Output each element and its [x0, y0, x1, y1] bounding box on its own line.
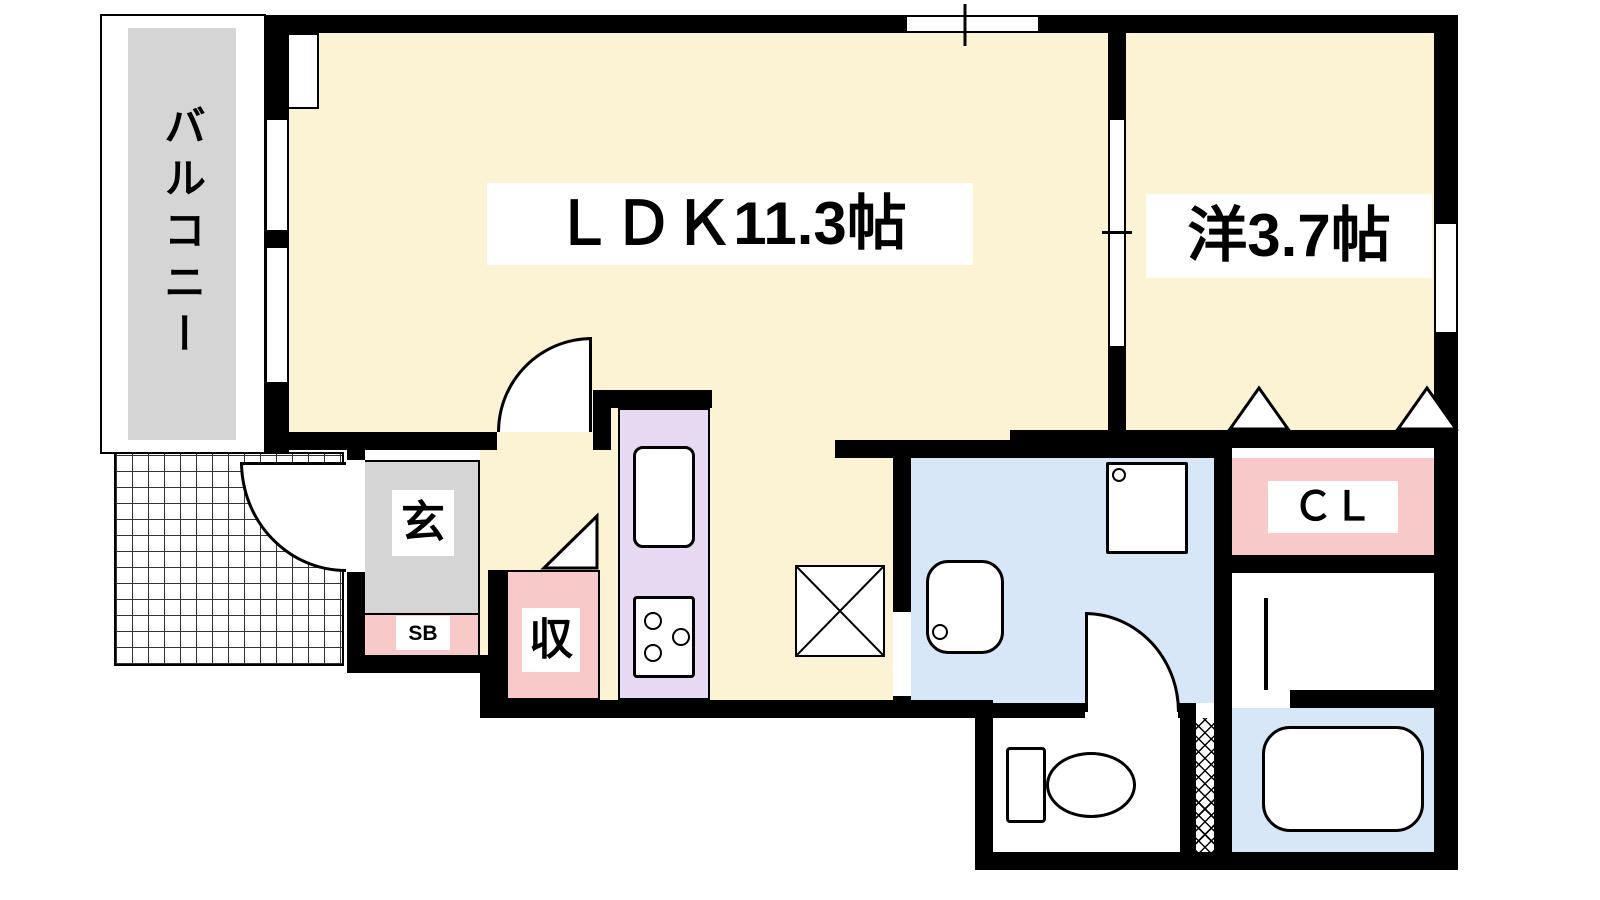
bathtub — [1262, 726, 1424, 832]
genkan-label: 玄 — [401, 498, 445, 547]
wall-toilet-right — [1180, 703, 1196, 870]
closet-label: ＣＬ — [1293, 485, 1373, 529]
window-western-right — [1434, 222, 1458, 334]
kitchen-sink — [633, 446, 695, 548]
window-balcony-lower — [265, 246, 289, 384]
shaft-box — [795, 565, 885, 657]
wall-corridor-bottom — [480, 700, 975, 718]
wall-genkan-bottom — [347, 655, 497, 673]
wall-washroom-right — [1214, 440, 1232, 870]
wall-under-closet — [1214, 555, 1458, 573]
stove-burner-3 — [672, 628, 690, 646]
stove-burner-1 — [644, 612, 662, 630]
washroom-opening — [893, 612, 911, 696]
ldk-label: ＬＤＫ11.3帖 — [553, 190, 907, 257]
western-label-box: 洋3.7帖 — [1146, 194, 1432, 278]
closet-label-box: ＣＬ — [1268, 481, 1398, 533]
entrance-opening — [347, 460, 365, 572]
storage-label-box: 収 — [522, 608, 580, 672]
wall-toilet-left — [975, 700, 993, 870]
wall-storage-left — [488, 570, 506, 718]
wall-washroom-top — [835, 440, 1226, 458]
wall-top — [265, 15, 1458, 33]
balcony-floor: バルコニー — [128, 28, 236, 440]
wall-kitchen-top — [600, 390, 712, 408]
door-leaf-bath — [1264, 598, 1268, 690]
washer-faucet — [1112, 468, 1126, 482]
wall-left — [265, 15, 289, 452]
toilet-tank — [1006, 747, 1046, 823]
storage-label: 収 — [529, 615, 573, 664]
basin-faucet — [932, 624, 948, 640]
shoebox-label-box: SB — [396, 616, 450, 650]
window-pillar-topleft — [287, 33, 319, 109]
wall-washroom-bottom-b — [1178, 703, 1196, 718]
stove-burner-2 — [644, 644, 662, 662]
pipe-space — [1196, 718, 1214, 852]
wall-washroom-bottom-a — [975, 703, 1085, 718]
western-label: 洋3.7帖 — [1187, 202, 1391, 269]
toilet-bowl — [1046, 752, 1136, 818]
wall-door-stub — [593, 390, 611, 450]
balcony-label: バルコニー — [158, 104, 206, 364]
ldk-label-box: ＬＤＫ11.3帖 — [487, 183, 973, 265]
shoebox-label: SB — [408, 621, 438, 645]
wall-ldk-bottom-left — [265, 432, 497, 450]
sliding-door-tick — [1102, 231, 1132, 234]
wall-bath-top — [1290, 690, 1458, 708]
window-top — [905, 15, 1040, 33]
window-balcony-upper — [265, 118, 289, 232]
genkan-floor — [365, 460, 480, 613]
genkan-label-box: 玄 — [392, 490, 454, 556]
